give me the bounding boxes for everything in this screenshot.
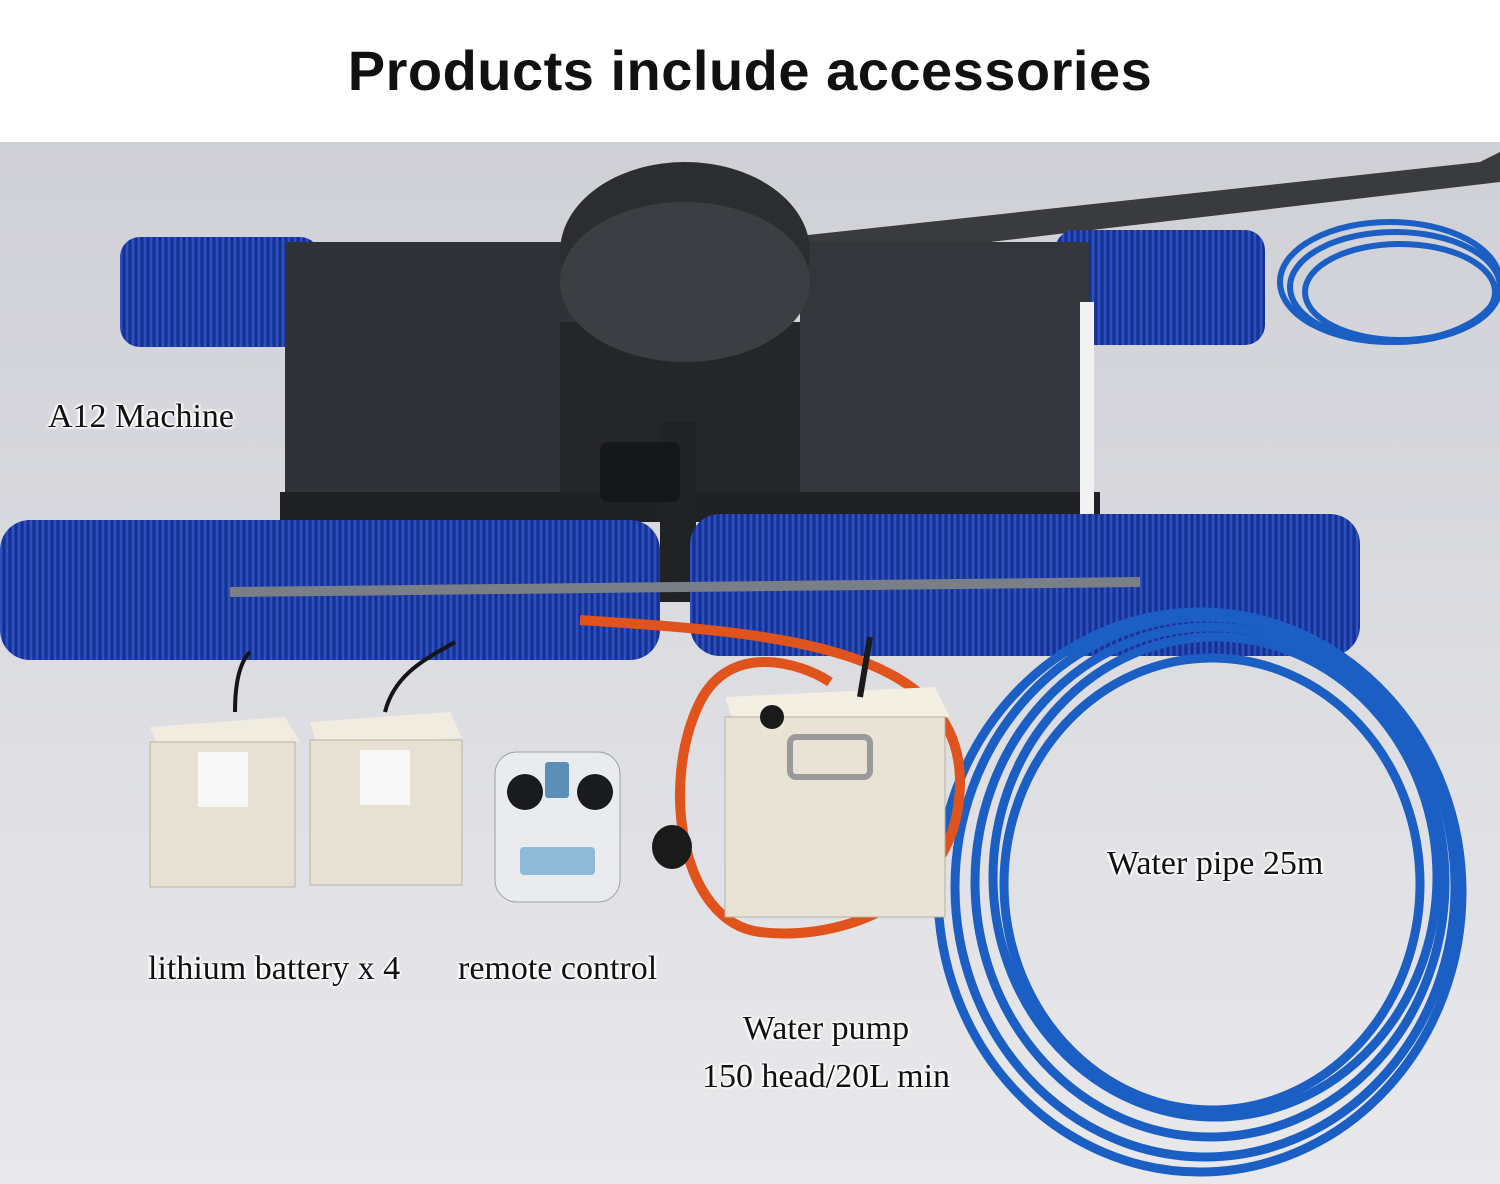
caption-battery: lithium battery x 4 bbox=[148, 950, 401, 987]
top-right-brush bbox=[1055, 230, 1265, 345]
caption-pipe: Water pipe 25m bbox=[1107, 845, 1324, 882]
water-pump bbox=[652, 636, 950, 918]
remote-control bbox=[494, 751, 621, 903]
caption-pump-line2: 150 head/20L min bbox=[701, 1058, 951, 1095]
caption-remote: remote control bbox=[458, 950, 658, 987]
title-band: Products include accessories bbox=[0, 0, 1500, 142]
top-left-brush bbox=[120, 237, 320, 347]
battery-right bbox=[309, 640, 463, 886]
product-photo bbox=[0, 142, 1500, 1184]
caption-machine: A12 Machine bbox=[48, 398, 235, 435]
pump-hose bbox=[579, 615, 966, 939]
page-title: Products include accessories bbox=[347, 39, 1153, 102]
small-hose-coil bbox=[1277, 219, 1500, 345]
caption-pump-line1: Water pump bbox=[742, 1010, 910, 1047]
battery-left bbox=[149, 650, 300, 888]
